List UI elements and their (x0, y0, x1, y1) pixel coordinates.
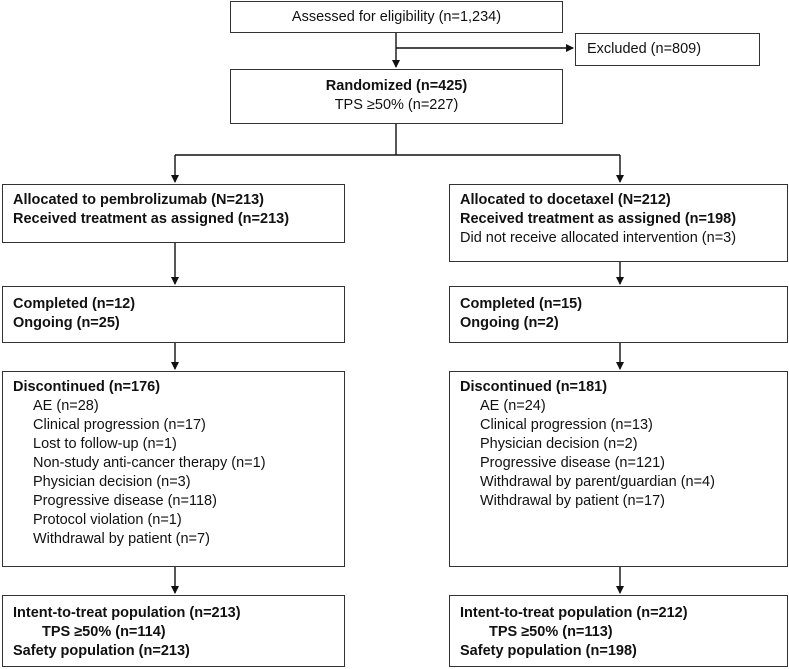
pembrolizumab-itt-label: Intent-to-treat population (n=213) (13, 605, 241, 621)
pembrolizumab-itt-tps-label: TPS ≥50% (n=114) (42, 624, 166, 640)
pembrolizumab-received-label: Received treatment as assigned (n=213) (13, 211, 290, 227)
excluded-label: Excluded (n=809) (587, 41, 702, 57)
docetaxel-allocation-box: Allocated to docetaxel (N=212) Received … (449, 184, 788, 262)
pembrolizumab-safety-label: Safety population (n=213) (13, 643, 190, 659)
docetaxel-allocated-label: Allocated to docetaxel (N=212) (460, 192, 671, 208)
discontinuation-reason: Withdrawal by patient (n=17) (480, 493, 665, 509)
pembrolizumab-population-box: Intent-to-treat population (n=213) TPS ≥… (2, 595, 345, 667)
discontinuation-reason: Withdrawal by patient (n=7) (33, 531, 210, 547)
randomized-label: Randomized (n=425) (325, 78, 468, 94)
randomized-tps-label: TPS ≥50% (n=227) (334, 97, 459, 113)
discontinuation-reason: AE (n=24) (480, 398, 546, 414)
pembrolizumab-completed-box: Completed (n=12) Ongoing (n=25) (2, 286, 345, 343)
pembrolizumab-allocation-box: Allocated to pembrolizumab (N=213) Recei… (2, 184, 345, 243)
pembrolizumab-ongoing-label: Ongoing (n=25) (13, 315, 120, 331)
docetaxel-itt-tps-label: TPS ≥50% (n=113) (489, 624, 613, 640)
discontinuation-reason: Clinical progression (n=17) (33, 417, 206, 433)
assessed-label: Assessed for eligibility (n=1,234) (291, 9, 502, 25)
docetaxel-discontinued-box: Discontinued (n=181) AE (n=24) Clinical … (449, 371, 788, 567)
discontinuation-reason: Protocol violation (n=1) (33, 512, 182, 528)
docetaxel-safety-label: Safety population (n=198) (460, 643, 637, 659)
discontinuation-reason: Physician decision (n=3) (33, 474, 191, 490)
discontinuation-reason: Physician decision (n=2) (480, 436, 638, 452)
docetaxel-ongoing-label: Ongoing (n=2) (460, 315, 559, 331)
discontinuation-reason: Non-study anti-cancer therapy (n=1) (33, 455, 266, 471)
docetaxel-completed-label: Completed (n=15) (460, 296, 583, 312)
docetaxel-itt-label: Intent-to-treat population (n=212) (460, 605, 688, 621)
docetaxel-received-label: Received treatment as assigned (n=198) (460, 211, 737, 227)
discontinuation-reason: Lost to follow-up (n=1) (33, 436, 177, 452)
pembrolizumab-allocated-label: Allocated to pembrolizumab (N=213) (13, 192, 264, 208)
pembrolizumab-completed-label: Completed (n=12) (13, 296, 136, 312)
discontinuation-reason: AE (n=28) (33, 398, 99, 414)
randomized-box: Randomized (n=425) TPS ≥50% (n=227) (230, 69, 563, 124)
discontinuation-reason: Clinical progression (n=13) (480, 417, 653, 433)
docetaxel-discontinued-label: Discontinued (n=181) (460, 379, 608, 395)
docetaxel-population-box: Intent-to-treat population (n=212) TPS ≥… (449, 595, 788, 667)
assessed-box: Assessed for eligibility (n=1,234) (230, 1, 563, 33)
discontinuation-reason: Withdrawal by parent/guardian (n=4) (480, 474, 715, 490)
docetaxel-not-received-label: Did not receive allocated intervention (… (460, 230, 737, 246)
discontinuation-reason: Progressive disease (n=118) (33, 493, 217, 509)
docetaxel-completed-box: Completed (n=15) Ongoing (n=2) (449, 286, 788, 343)
pembrolizumab-discontinued-label: Discontinued (n=176) (13, 379, 161, 395)
excluded-box: Excluded (n=809) (575, 33, 760, 66)
pembrolizumab-discontinued-box: Discontinued (n=176) AE (n=28) Clinical … (2, 371, 345, 567)
discontinuation-reason: Progressive disease (n=121) (480, 455, 665, 471)
